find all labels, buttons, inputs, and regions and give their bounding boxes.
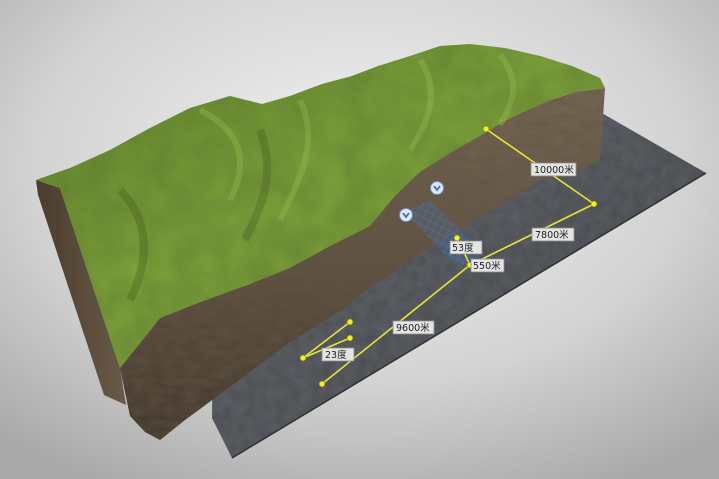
label-depth-text: 550米	[473, 260, 501, 272]
measure-point	[346, 334, 354, 342]
measure-point	[299, 354, 307, 362]
valley-shadows	[117, 128, 272, 302]
measure-point	[318, 380, 326, 388]
measure-point	[482, 125, 490, 133]
measure-point	[453, 234, 461, 242]
ridge-highlights	[198, 53, 517, 222]
label-depth: 550米	[470, 258, 505, 273]
label-lower-angle: 23度	[321, 347, 355, 362]
label-top-length: 10000米	[530, 162, 577, 177]
measure-point	[346, 318, 354, 326]
label-right-length-text: 7800米	[535, 229, 569, 241]
tunnel-marker-icon[interactable]	[430, 181, 444, 195]
label-lower-angle-text: 23度	[325, 349, 347, 361]
tunnel-marker-icon[interactable]	[399, 208, 413, 222]
label-bottom-length-text: 9600米	[396, 322, 430, 334]
label-bottom-length: 9600米	[392, 320, 435, 335]
label-top-length-text: 10000米	[534, 164, 574, 176]
measure-point	[590, 200, 598, 208]
grass-texture	[36, 44, 605, 368]
label-upper-angle: 53度	[449, 240, 483, 255]
label-upper-angle-text: 53度	[452, 242, 474, 254]
measurement-points[interactable]	[299, 125, 598, 388]
base-plane-edge	[231, 172, 707, 459]
label-right-length: 7800米	[531, 227, 575, 242]
rock-face-texture	[120, 88, 605, 440]
terrain-left-side	[36, 180, 126, 405]
lower-angle-line-a	[302, 321, 351, 359]
